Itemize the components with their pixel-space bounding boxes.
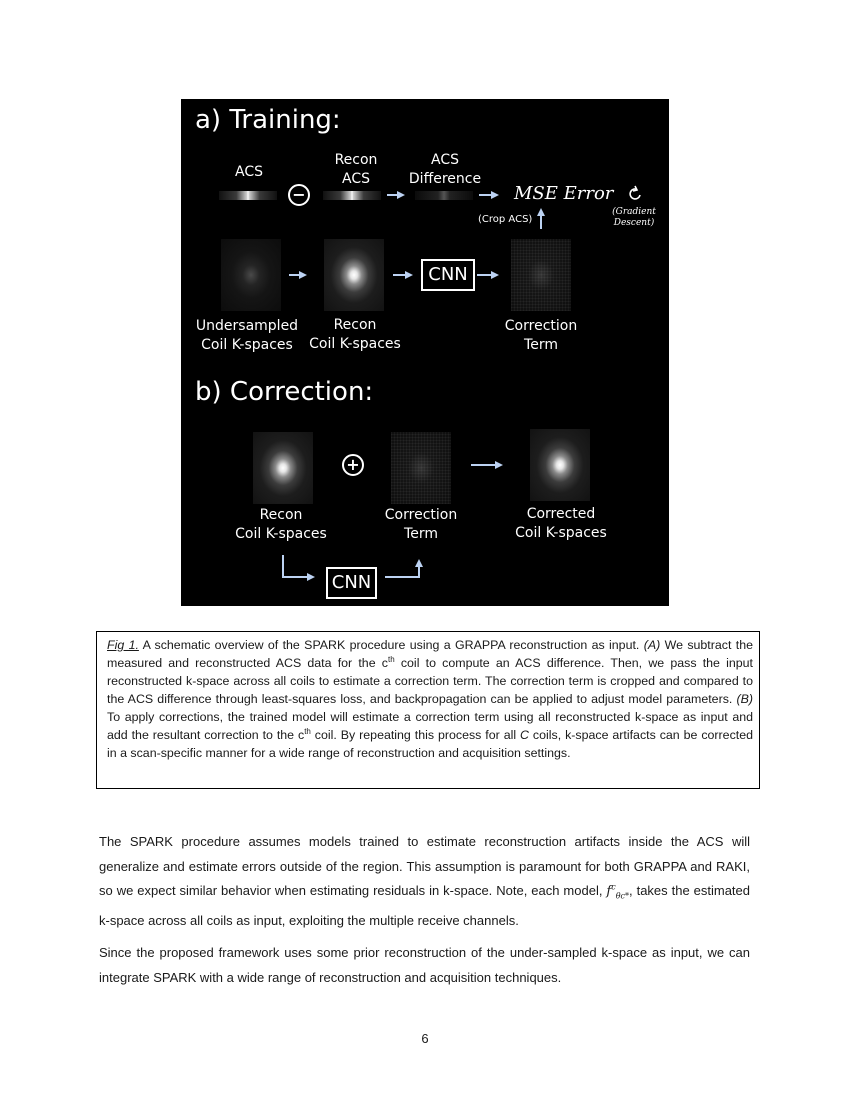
cnn-box-training: CNN xyxy=(421,259,475,291)
figure-caption: Fig 1. A schematic overview of the SPARK… xyxy=(96,631,760,789)
cnn-box-correction: CNN xyxy=(326,567,377,599)
model-symbol: fcθc* xyxy=(606,882,630,901)
caption-fig-label: Fig 1. xyxy=(107,638,139,652)
acs-label: ACS xyxy=(235,164,263,180)
correction-title: b) Correction: xyxy=(195,377,374,407)
page-number: 6 xyxy=(421,1031,429,1046)
training-title: a) Training: xyxy=(195,105,341,135)
correction-term-image xyxy=(511,239,571,311)
recon-acs-strip-image xyxy=(323,191,381,200)
caption-part-b: (B) xyxy=(736,692,753,706)
arrow-cnn-up-to-correction xyxy=(385,559,423,578)
caption-part-a: (A) xyxy=(643,638,661,652)
crop-acs-label: (Crop ACS) xyxy=(478,214,533,225)
undersampled-kspace-image xyxy=(221,239,281,311)
recon-kspace-image-correction xyxy=(253,432,313,504)
corrected-kspace-image xyxy=(530,429,590,501)
plus-operator: + xyxy=(342,454,364,476)
correction-term-image-correction xyxy=(391,432,451,504)
minus-operator: − xyxy=(288,184,310,206)
acs-strip-image xyxy=(219,191,277,200)
body-paragraph-1: The SPARK procedure assumes models train… xyxy=(99,834,751,929)
body-paragraph-2: Since the proposed framework uses some p… xyxy=(99,945,750,985)
arrow-recon-down-to-cnn xyxy=(282,555,315,581)
mse-error-label: MSE Error xyxy=(514,183,614,204)
gradient-descent-loop-icon xyxy=(629,185,641,200)
recon-kspace-image xyxy=(324,239,384,311)
acs-difference-strip-image xyxy=(415,191,473,200)
figure-arrows xyxy=(282,185,641,581)
